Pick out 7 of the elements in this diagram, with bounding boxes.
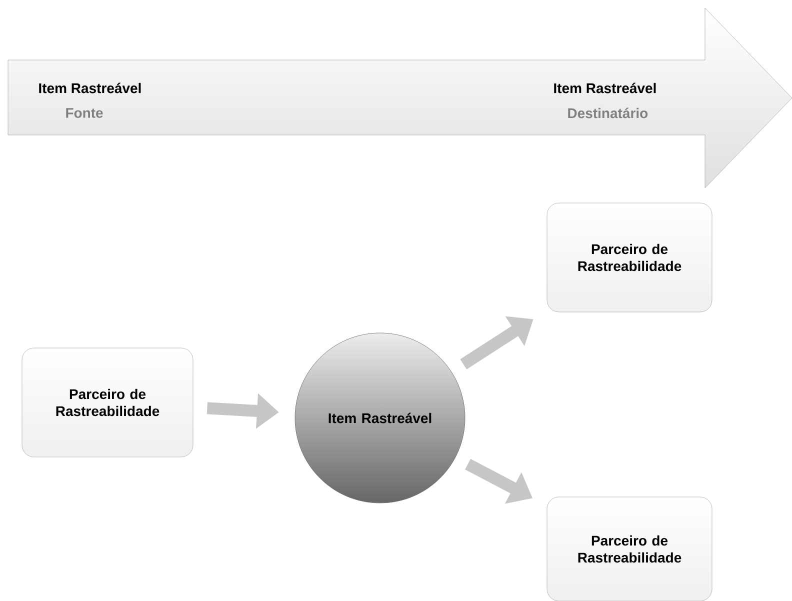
arrow-text: Fonte: [66, 108, 103, 118]
partner-box: Parceiro de Rastreabilidade: [22, 348, 194, 458]
arrow-text: Destinatário: [568, 108, 648, 118]
partner-box: Parceiro de Rastreabilidade: [546, 496, 712, 601]
partner-box: Parceiro de Rastreabilidade: [546, 202, 712, 312]
arrow-text: Item Rastreável: [39, 82, 141, 94]
arrow-text: Item Rastreável: [554, 82, 656, 94]
